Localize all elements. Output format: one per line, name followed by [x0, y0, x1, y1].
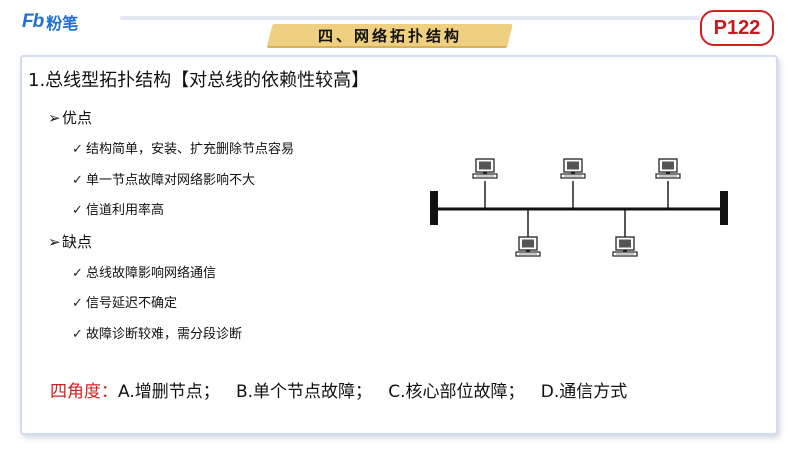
- check-icon: ✓: [72, 203, 83, 218]
- computer-icon: [655, 158, 681, 179]
- bus-terminator-right: [720, 191, 728, 225]
- page-number-badge: P122: [700, 10, 774, 46]
- check-icon: ✓: [72, 266, 83, 281]
- bus-terminator-left: [430, 191, 438, 225]
- bus-topology-diagram: [430, 158, 728, 257]
- logo-mark: Fb: [22, 11, 44, 32]
- content-frame: [20, 55, 778, 435]
- list-item: ✓结构简单，安装、扩充删除节点容易: [72, 142, 295, 157]
- computer-icon: [515, 236, 541, 257]
- computer-icon: [560, 158, 586, 179]
- check-icon: ✓: [72, 327, 83, 342]
- top-divider: [120, 16, 700, 20]
- group-title-advantages: ➢优点: [48, 109, 93, 127]
- angle-option-c: C.核心部位故障；: [388, 382, 525, 402]
- check-icon: ✓: [72, 173, 83, 188]
- list-item: ✓信道利用率高: [72, 203, 165, 218]
- computer-icon: [612, 236, 638, 257]
- brand-logo: Fb 粉笔: [22, 8, 78, 36]
- arrow-bullet-icon: ➢: [48, 109, 61, 127]
- angle-option-a: A.增删节点；: [118, 382, 220, 402]
- computer-icon: [472, 158, 498, 179]
- list-item: ✓信号延迟不确定: [72, 296, 178, 311]
- group-title-disadvantages: ➢缺点: [48, 233, 93, 251]
- arrow-bullet-icon: ➢: [48, 233, 61, 251]
- check-icon: ✓: [72, 142, 83, 157]
- list-item: ✓故障诊断较难，需分段诊断: [72, 327, 243, 342]
- four-angles-line: 四角度：A.增删节点； B.单个节点故障； C.核心部位故障； D.通信方式: [50, 377, 627, 402]
- slide-heading: 1.总线型拓扑结构【对总线的依赖性较高】: [28, 70, 370, 91]
- angles-label: 四角度：: [50, 382, 118, 402]
- list-item: ✓总线故障影响网络通信: [72, 266, 217, 281]
- angle-option-d: D.通信方式: [540, 382, 628, 402]
- list-item: ✓单一节点故障对网络影响不大: [72, 173, 256, 188]
- check-icon: ✓: [72, 296, 83, 311]
- logo-text: 粉笔: [46, 14, 79, 33]
- angle-option-b: B.单个节点故障；: [235, 382, 373, 402]
- section-title: 四、网络拓扑结构: [317, 27, 462, 45]
